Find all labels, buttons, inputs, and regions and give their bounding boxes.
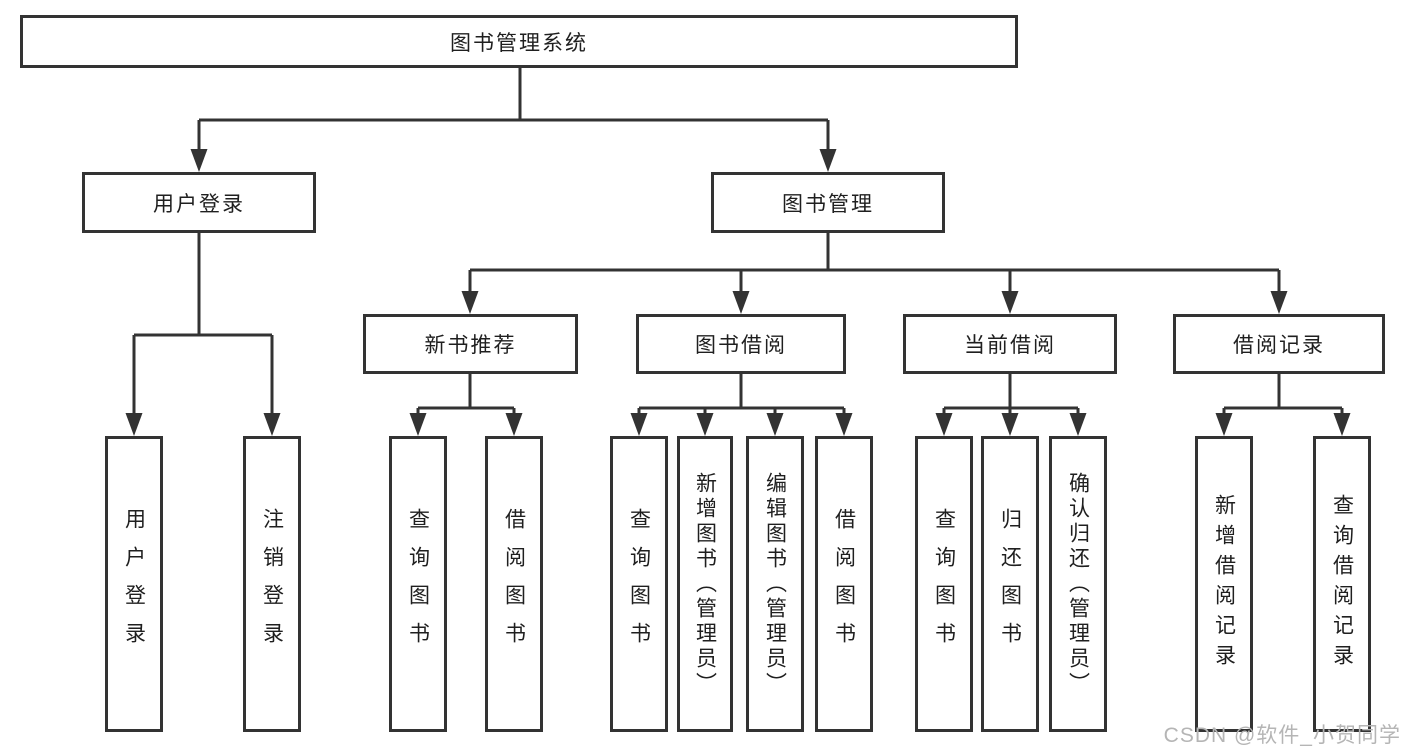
arrowhead-icon bbox=[732, 291, 750, 314]
leaf-query-borrow-record-label: 查询借阅记录 bbox=[1330, 494, 1354, 674]
arrowhead-icon bbox=[263, 413, 281, 436]
leaf-return-books: 归还图书 bbox=[981, 436, 1039, 732]
node-root-label: 图书管理系统 bbox=[450, 31, 588, 55]
node-new-book-recommend: 新书推荐 bbox=[363, 314, 578, 374]
arrowhead-icon bbox=[630, 413, 648, 436]
node-user-login: 用户登录 bbox=[82, 172, 316, 233]
node-book-borrowing: 图书借阅 bbox=[636, 314, 846, 374]
leaf-query-books-borrowing-label: 查询图书 bbox=[627, 508, 651, 660]
arrowhead-icon bbox=[766, 413, 784, 436]
arrowhead-icon bbox=[125, 413, 143, 436]
arrowhead-icon bbox=[409, 413, 427, 436]
leaf-user-login-label: 用户登录 bbox=[122, 508, 146, 660]
node-book-borrowing-label: 图书借阅 bbox=[695, 334, 787, 357]
leaf-query-books-current-label: 查询图书 bbox=[932, 508, 956, 660]
leaf-borrow-books-recommend: 借阅图书 bbox=[485, 436, 543, 732]
arrowhead-icon bbox=[1333, 413, 1351, 436]
leaf-query-books-recommend-label: 查询图书 bbox=[406, 508, 430, 660]
node-book-management-label: 图书管理 bbox=[782, 192, 874, 216]
arrowhead-icon bbox=[696, 413, 714, 436]
leaf-edit-books-admin: 编辑图书（管理员） bbox=[746, 436, 804, 732]
leaf-add-borrow-record: 新增借阅记录 bbox=[1195, 436, 1253, 732]
csdn-watermark: CSDN @软件_小贺同学 bbox=[1163, 724, 1401, 747]
leaf-add-books-admin-label: 新增图书（管理员） bbox=[693, 471, 717, 697]
node-new-book-recommend-label: 新书推荐 bbox=[424, 334, 517, 357]
node-borrowing-records: 借阅记录 bbox=[1173, 314, 1385, 374]
leaf-logout: 注销登录 bbox=[243, 436, 301, 732]
node-current-borrowing: 当前借阅 bbox=[903, 314, 1117, 374]
arrowheads bbox=[125, 149, 1351, 436]
leaf-logout-label: 注销登录 bbox=[260, 508, 284, 660]
leaf-add-borrow-record-label: 新增借阅记录 bbox=[1212, 494, 1236, 674]
leaf-confirm-return-admin: 确认归还（管理员） bbox=[1049, 436, 1107, 732]
leaf-borrow-books: 借阅图书 bbox=[815, 436, 873, 732]
arrowhead-icon bbox=[935, 413, 953, 436]
arrowhead-icon bbox=[1215, 413, 1233, 436]
leaf-query-books-borrowing: 查询图书 bbox=[610, 436, 668, 732]
arrowhead-icon bbox=[190, 149, 208, 172]
leaf-borrow-books-recommend-label: 借阅图书 bbox=[502, 508, 526, 660]
arrowhead-icon bbox=[1001, 413, 1019, 436]
leaf-borrow-books-label: 借阅图书 bbox=[832, 508, 856, 660]
arrowhead-icon bbox=[1001, 291, 1019, 314]
arrowhead-icon bbox=[461, 291, 479, 314]
node-borrowing-records-label: 借阅记录 bbox=[1233, 334, 1325, 357]
leaf-confirm-return-admin-label: 确认归还（管理员） bbox=[1066, 471, 1090, 697]
arrowhead-icon bbox=[505, 413, 523, 436]
leaf-query-books-current: 查询图书 bbox=[915, 436, 973, 732]
leaf-return-books-label: 归还图书 bbox=[998, 508, 1022, 660]
node-root: 图书管理系统 bbox=[20, 15, 1018, 68]
node-current-borrowing-label: 当前借阅 bbox=[964, 334, 1056, 357]
node-user-login-label: 用户登录 bbox=[153, 192, 245, 216]
leaf-query-books-recommend: 查询图书 bbox=[389, 436, 447, 732]
arrowhead-icon bbox=[1270, 291, 1288, 314]
leaf-edit-books-admin-label: 编辑图书（管理员） bbox=[763, 471, 787, 697]
leaf-user-login: 用户登录 bbox=[105, 436, 163, 732]
arrowhead-icon bbox=[835, 413, 853, 436]
arrowhead-icon bbox=[1069, 413, 1087, 436]
arrowhead-icon bbox=[819, 149, 837, 172]
leaf-query-borrow-record: 查询借阅记录 bbox=[1313, 436, 1371, 732]
node-book-management: 图书管理 bbox=[711, 172, 945, 233]
leaf-add-books-admin: 新增图书（管理员） bbox=[677, 436, 733, 732]
